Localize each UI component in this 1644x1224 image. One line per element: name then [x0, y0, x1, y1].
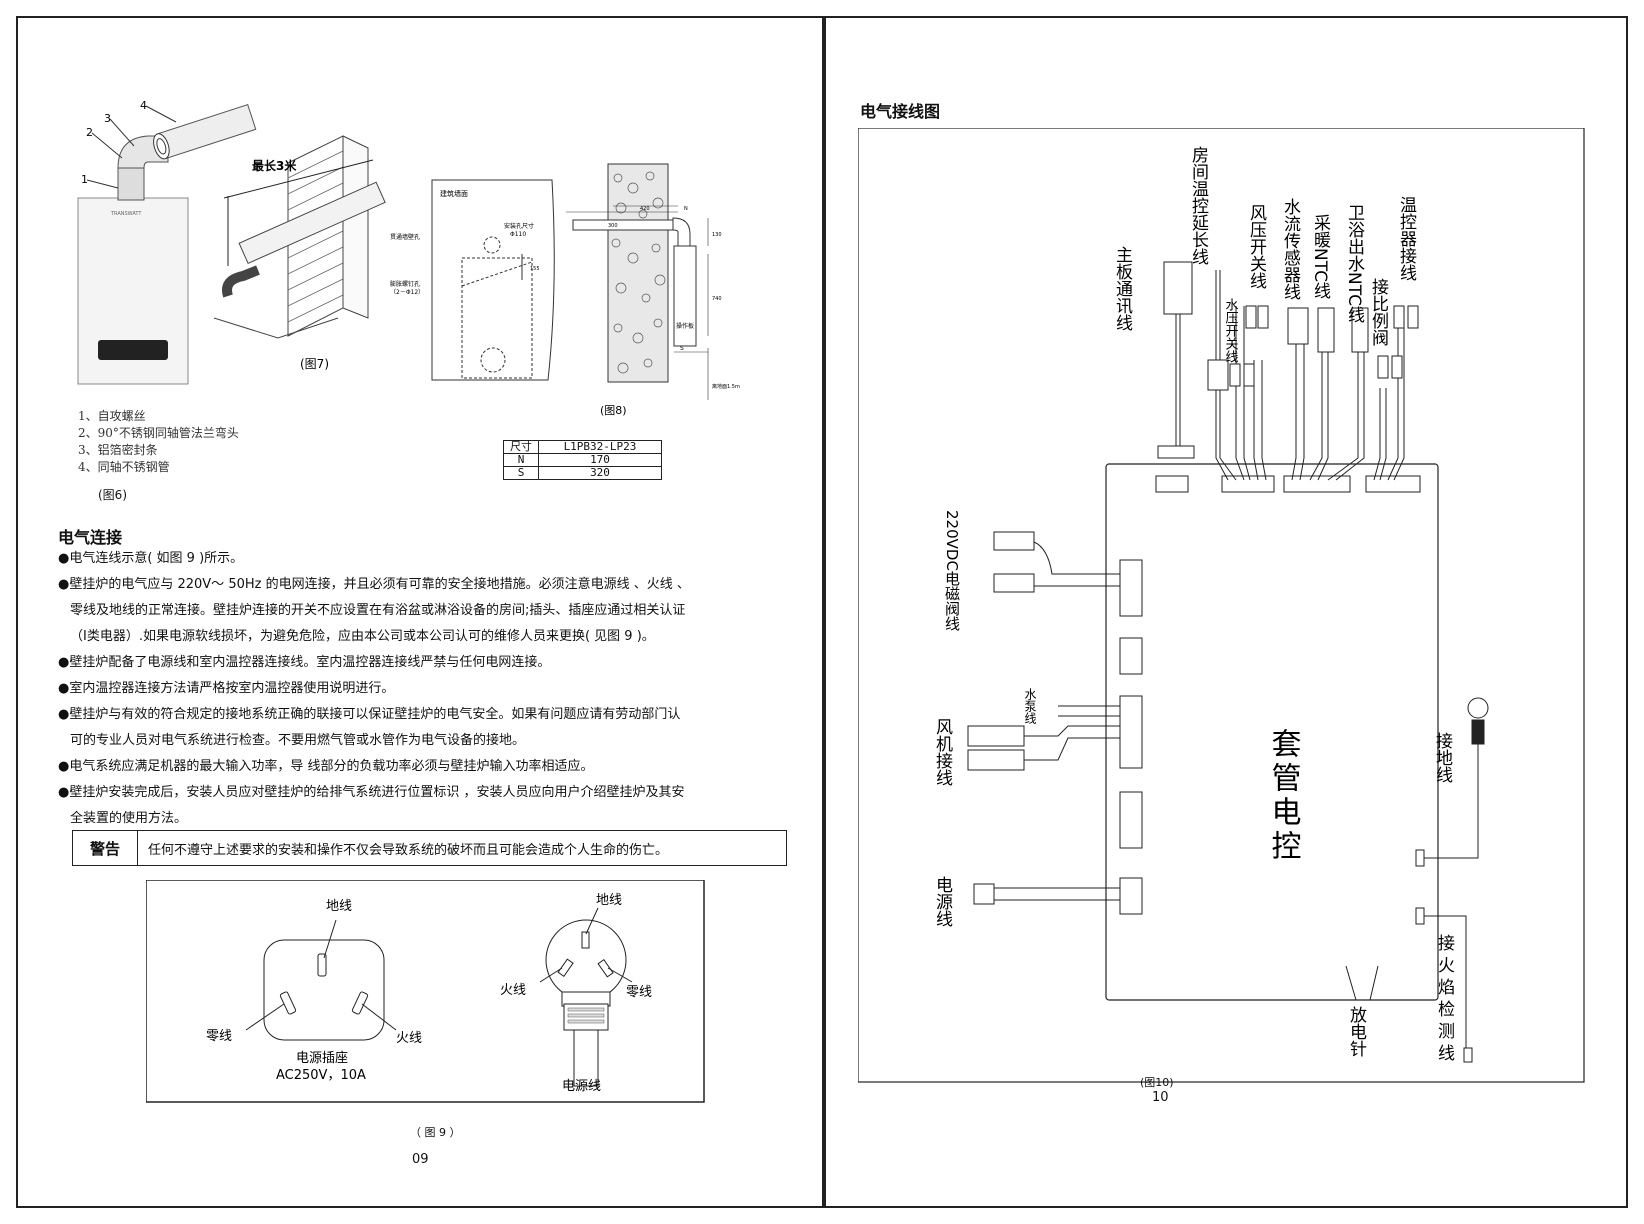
fig6-captions: 1、自攻螺丝 2、90°不锈钢同轴管法兰弯头 3、铝箔密封条 4、同轴不锈钢管 — [78, 408, 239, 476]
bullet-line: ●壁挂炉安装完成后，安装人员应对壁挂炉的给排气系统进行位置标识 ，安装人员应向用… — [58, 785, 685, 800]
bullet-line: ●壁挂炉配备了电源线和室内温控器连接线。室内温控器连接线严禁与任何电网连接。 — [58, 655, 551, 670]
dim-row-s-label: S — [503, 466, 539, 480]
fig8-floor: 离地面1.5m — [712, 383, 740, 390]
bullet-line: 零线及地线的正常连接。壁挂炉连接的开关不应设置在有浴盆或淋浴设备的房间;插头、插… — [70, 603, 686, 618]
fig8-dim-155: 155 — [530, 266, 540, 272]
fig8-dim-130: 130 — [712, 232, 722, 238]
section-title: 电气连接 — [58, 528, 123, 547]
label-thermostat: 温控器接线 — [1396, 196, 1417, 281]
label-igniter: 放电针 — [1346, 1006, 1367, 1057]
fig7-max-length: 最长3米 — [252, 158, 297, 173]
left-page: TRANSWATT 1 2 3 4 — [16, 16, 824, 1208]
control-board — [1105, 463, 1439, 1001]
side-connectors — [1119, 559, 1143, 915]
wiring-diagram: 套管电控 — [858, 128, 1585, 1083]
fig6-caption-4: 4、同轴不锈钢管 — [78, 460, 170, 474]
fig8-caption: (图8) — [600, 404, 627, 417]
plug-live-label: 火线 — [500, 983, 526, 998]
fig6-label-2: 2 — [86, 126, 93, 139]
control-board-label: 套管电控 — [1266, 728, 1302, 864]
fig6-caption-1: 1、自攻螺丝 — [78, 409, 146, 423]
warning-box: 警告 任何不遵守上述要求的安装和操作不仅会导致系统的破坏而且可能会造成个人生命的… — [72, 830, 787, 866]
label-power: 电源线 — [932, 876, 953, 927]
label-heating-ntc: 采暖NTC线 — [1310, 214, 1331, 299]
fig8-s: S — [680, 345, 684, 352]
bullet-line: 全装置的使用方法。 — [70, 811, 188, 826]
label-water-flow: 水流传感器线 — [1280, 198, 1301, 300]
fig9-diagram: 地线 零线 火线 电源插座 AC250V，10A 地线 火线 零线 电源线 — [146, 880, 705, 1103]
fig7-illustration — [213, 135, 386, 339]
socket-rating: AC250V，10A — [276, 1068, 366, 1083]
fig6-caption-2: 2、90°不锈钢同轴管法兰弯头 — [78, 426, 239, 440]
warning-label: 警告 — [73, 831, 138, 865]
label-bath-ntc: 卫浴出水NTC线 — [1344, 204, 1365, 323]
fig6-label-4: 4 — [140, 99, 147, 112]
dim-row-n-value: 170 — [538, 453, 662, 467]
fig7-caption: (图7) — [300, 357, 329, 371]
bullet-line: ●电气系统应满足机器的最大输入功率，导 线部分的负载功率必须与壁挂炉输入功率相适… — [58, 759, 594, 774]
fig8-bolt-spec: （2－Φ12） — [390, 289, 424, 296]
svg-text:TRANSWATT: TRANSWATT — [110, 211, 142, 217]
dim-row-n-label: N — [503, 453, 539, 467]
label-room-thermo: 房间温控延长线 — [1188, 146, 1209, 265]
fig10-caption: (图10) — [1140, 1076, 1174, 1089]
fig8-op-panel: 操作板 — [676, 322, 694, 330]
fig6-label-3: 3 — [104, 112, 111, 125]
fig8-hole-dim: Φ110 — [510, 231, 526, 238]
label-flame: 接火焰检测线 — [1434, 934, 1455, 1066]
label-ground: 接地线 — [1432, 732, 1453, 783]
bullet-line: ●壁挂炉与有效的符合规定的接地系统正确的联接可以保证壁挂炉的电气安全。如果有问题… — [58, 707, 681, 722]
fig8-dim-740: 740 — [712, 296, 722, 302]
fig6-caption: (图6) — [98, 488, 127, 502]
fig6-caption-3: 3、铝箔密封条 — [78, 443, 158, 457]
right-page: 电气接线图 套管电控 — [824, 16, 1628, 1208]
fig8-dim-420: 420 — [640, 206, 650, 212]
socket-live-label: 火线 — [396, 1031, 422, 1046]
label-main-comm: 主板通讯线 — [1112, 246, 1133, 331]
boiler-display — [98, 340, 168, 360]
power-socket — [263, 939, 385, 1041]
fig8-n: N — [684, 206, 688, 212]
fig9-caption: （ 图 9 ） — [410, 1126, 461, 1139]
page-number-left: 09 — [412, 1152, 429, 1167]
bullet-line: ●壁挂炉的电气应与 220V～ 50Hz 的电网连接，并且必须有可靠的安全接地措… — [58, 577, 690, 592]
fig8-through-hole: 贯通墙壁孔 — [390, 233, 420, 241]
warning-text: 任何不遵守上述要求的安装和操作不仅会导致系统的破坏而且可能会造成个人生命的伤亡。 — [148, 842, 669, 858]
fig8-wall: 建筑墙面 — [440, 189, 468, 198]
fig8-bolt-hole: 膨胀螺钉孔 — [390, 280, 420, 288]
wiring-title: 电气接线图 — [860, 102, 941, 121]
plug-neutral-label: 零线 — [626, 985, 652, 1000]
label-solenoid: 220VDC电磁阀线 — [943, 510, 961, 631]
socket-caption: 电源插座 — [296, 1051, 348, 1066]
page-number-right: 10 — [1152, 1090, 1169, 1105]
fig8-panel-a — [431, 179, 555, 381]
power-cord-label: 电源线 — [562, 1079, 601, 1094]
dim-header-1: L1PB32-LP23 — [538, 440, 662, 454]
socket-ground-label: 地线 — [326, 899, 352, 914]
bullet-line: ●室内温控器连接方法请严格按室内温控器使用说明进行。 — [58, 681, 395, 696]
label-proportional-valve: 接比例阀 — [1368, 278, 1389, 347]
dim-row-s-value: 320 — [538, 466, 662, 480]
bullet-line: ●电气连线示意( 如图 9 )所示。 — [58, 551, 244, 566]
socket-neutral-label: 零线 — [206, 1029, 232, 1044]
label-air-pressure: 风压开关线 — [1246, 204, 1267, 289]
bullet-line: 可的专业人员对电气系统进行检查。不要用燃气管或水管作为电气设备的接地。 — [70, 733, 526, 748]
label-fan: 风机接线 — [932, 718, 953, 786]
bullet-line: （Ⅰ类电器）.如果电源软线损坏，为避免危险，应由本公司或本公司认可的维修人员来更… — [70, 629, 655, 644]
label-pump: 水泵线 — [1023, 688, 1037, 724]
fig8-panel-b — [566, 163, 709, 400]
fig6-label-1: 1 — [81, 173, 88, 186]
fig8-dim-300: 300 — [608, 223, 618, 229]
dimension-table: 尺寸 L1PB32-LP23 N 170 S 320 — [503, 440, 662, 480]
dim-header-0: 尺寸 — [503, 440, 539, 454]
installation-figures: TRANSWATT 1 2 3 4 — [77, 99, 740, 417]
label-water-pressure: 水压开关线 — [1223, 298, 1239, 363]
fig8-hole-size: 安装孔尺寸 — [504, 222, 534, 230]
plug-ground-label: 地线 — [596, 893, 622, 908]
